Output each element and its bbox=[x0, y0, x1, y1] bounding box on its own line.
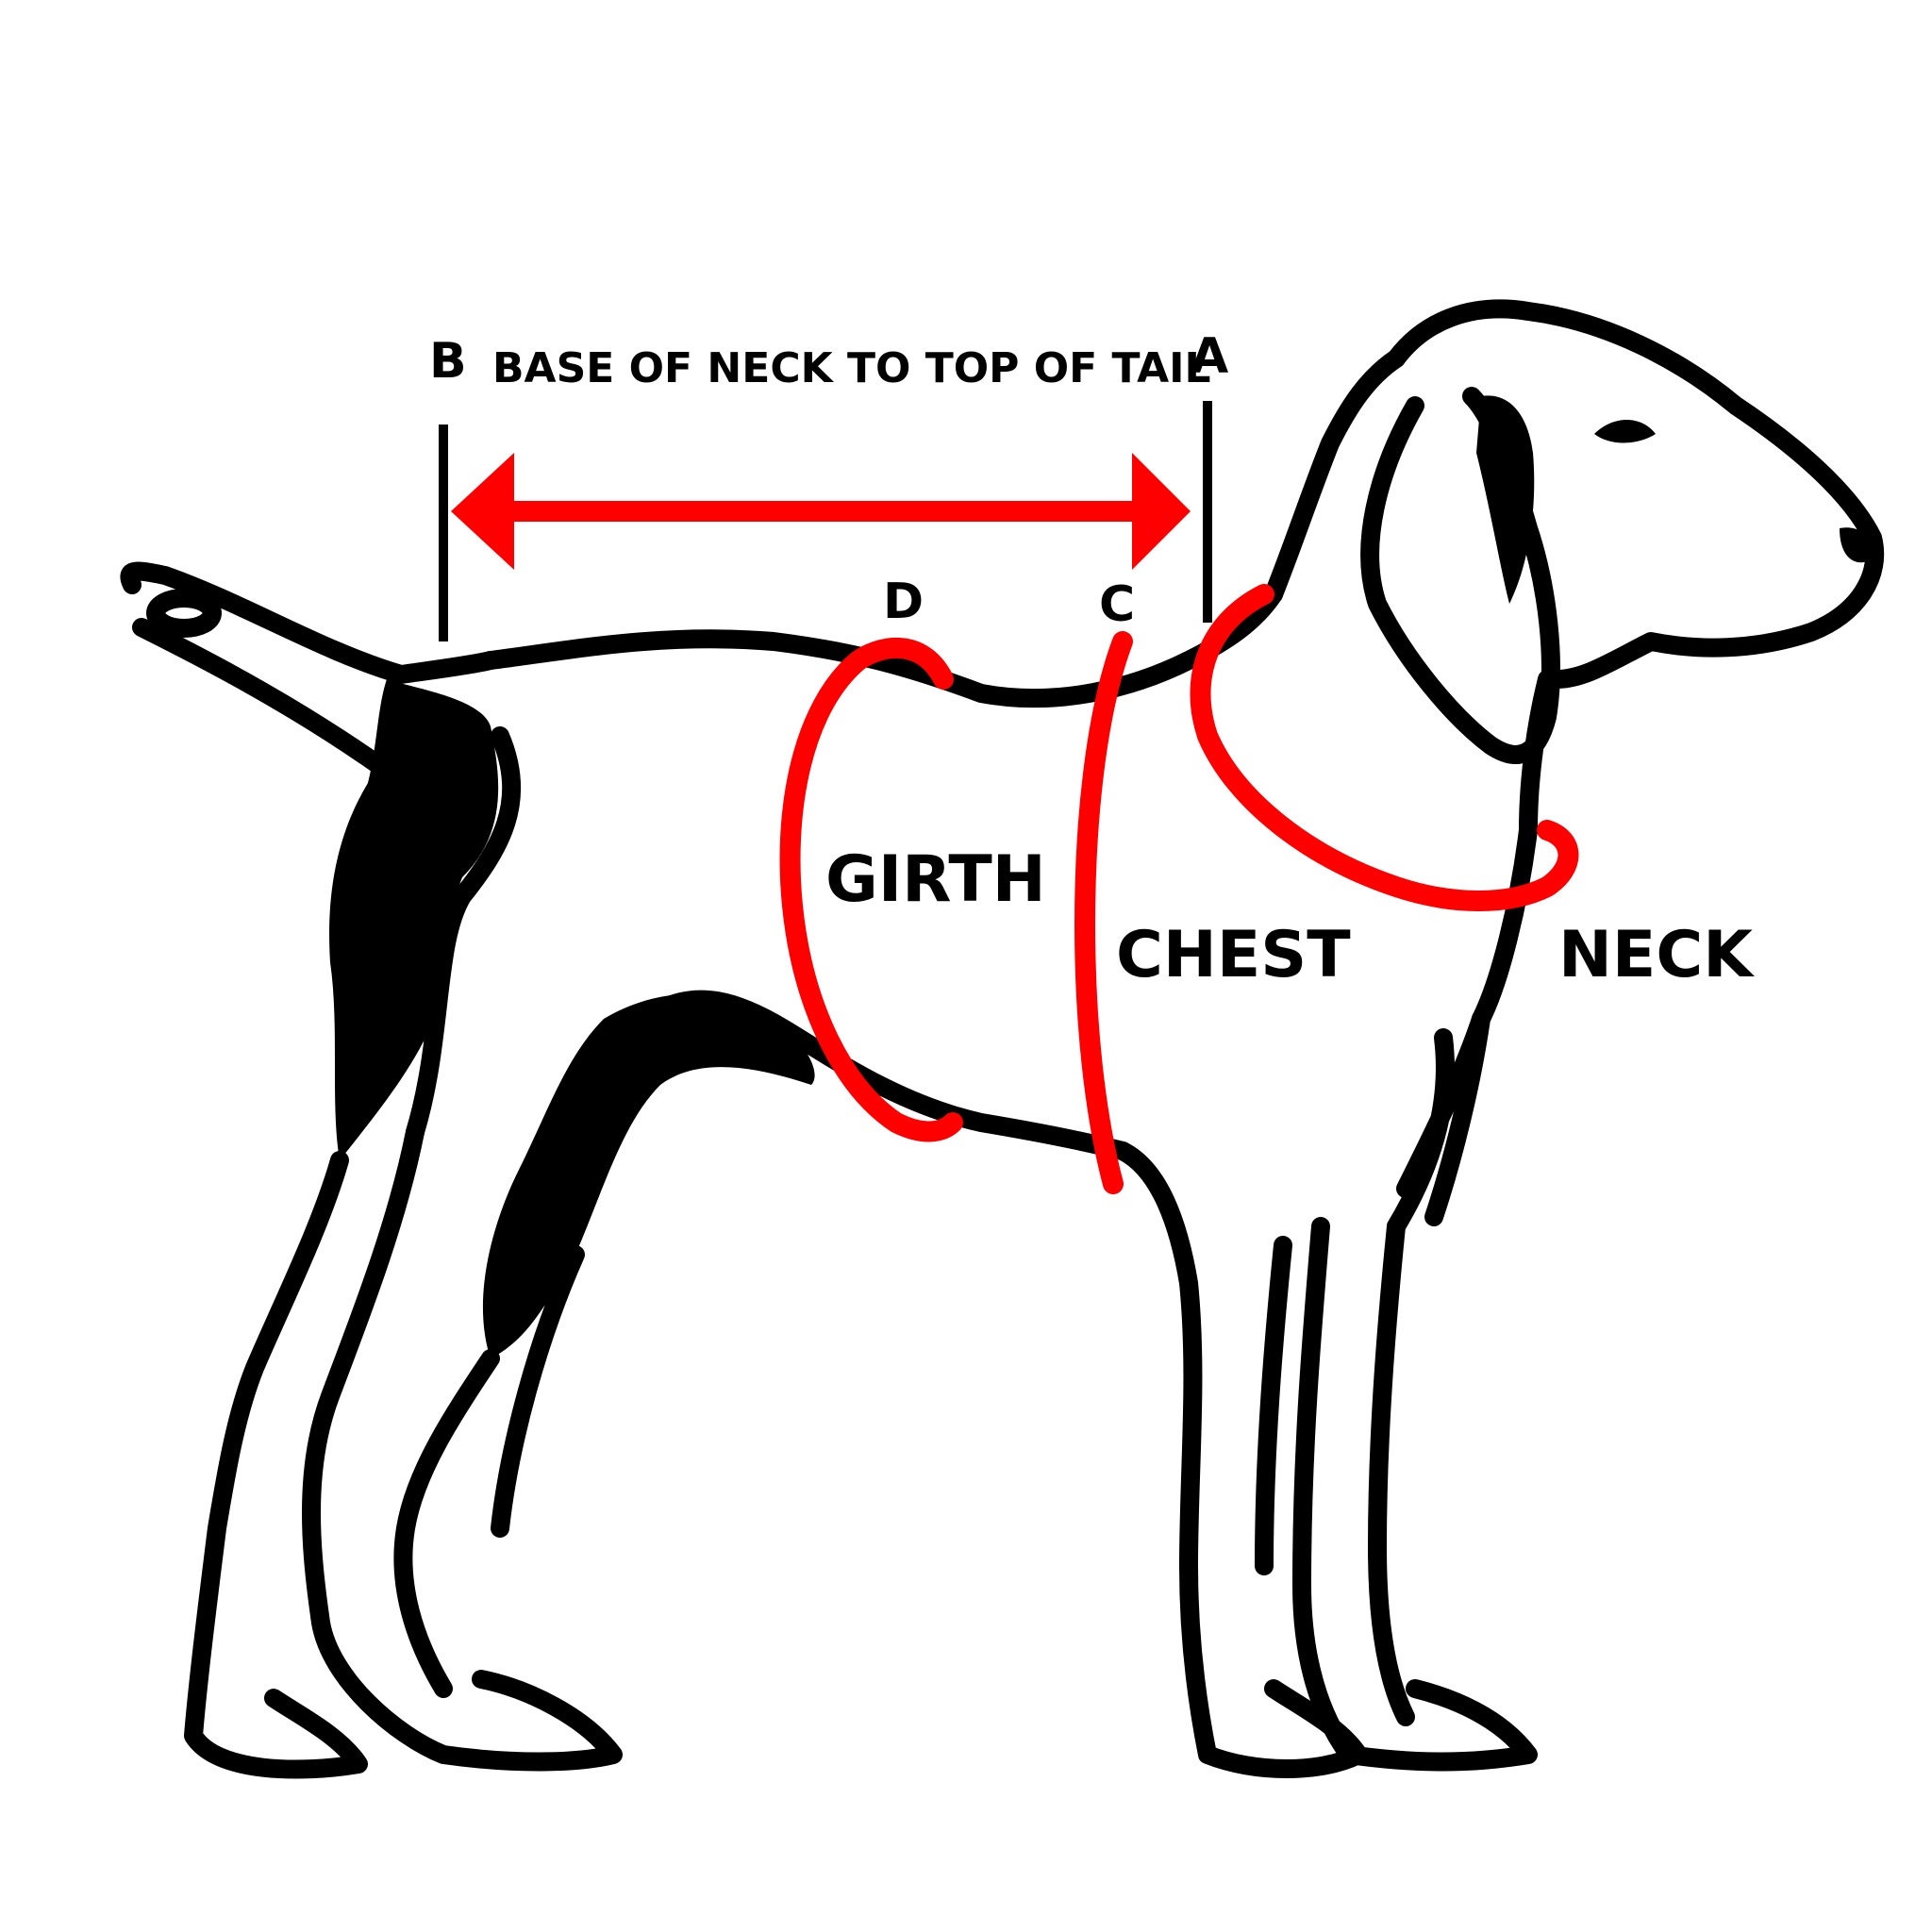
dog-hind-patch bbox=[329, 679, 499, 1160]
dog-eye bbox=[1594, 420, 1656, 443]
point-c-label: C bbox=[1099, 576, 1135, 633]
point-a-label: A bbox=[1191, 328, 1228, 385]
dog-illustration bbox=[120, 299, 1885, 1779]
chest-label: CHEST bbox=[1116, 918, 1351, 992]
dog-flank-patch bbox=[482, 993, 815, 1358]
dog-ear-mark bbox=[1476, 395, 1535, 604]
girth-loop bbox=[779, 638, 963, 1142]
dog-head bbox=[1387, 299, 1885, 689]
point-d-label: D bbox=[883, 574, 924, 630]
neck-label: NECK bbox=[1558, 918, 1755, 992]
chest-line bbox=[1074, 631, 1133, 1194]
dog-front-legs bbox=[1113, 1009, 1538, 1778]
dog-tail-tip bbox=[146, 589, 222, 638]
back-length-label: BASE OF NECK TO TOP OF TAIL bbox=[492, 344, 1211, 392]
dog-nose bbox=[1840, 527, 1872, 563]
measurement-marks bbox=[451, 453, 1579, 1194]
neck-loop bbox=[1190, 584, 1579, 911]
dog-belly bbox=[406, 726, 1132, 1160]
girth-label: GIRTH bbox=[825, 842, 1046, 917]
back-length-arrow-head-right bbox=[1132, 453, 1191, 570]
dog-hind-legs bbox=[184, 1123, 623, 1779]
back-length-arrow-head-left bbox=[451, 453, 514, 570]
point-b-label: B bbox=[429, 333, 467, 390]
